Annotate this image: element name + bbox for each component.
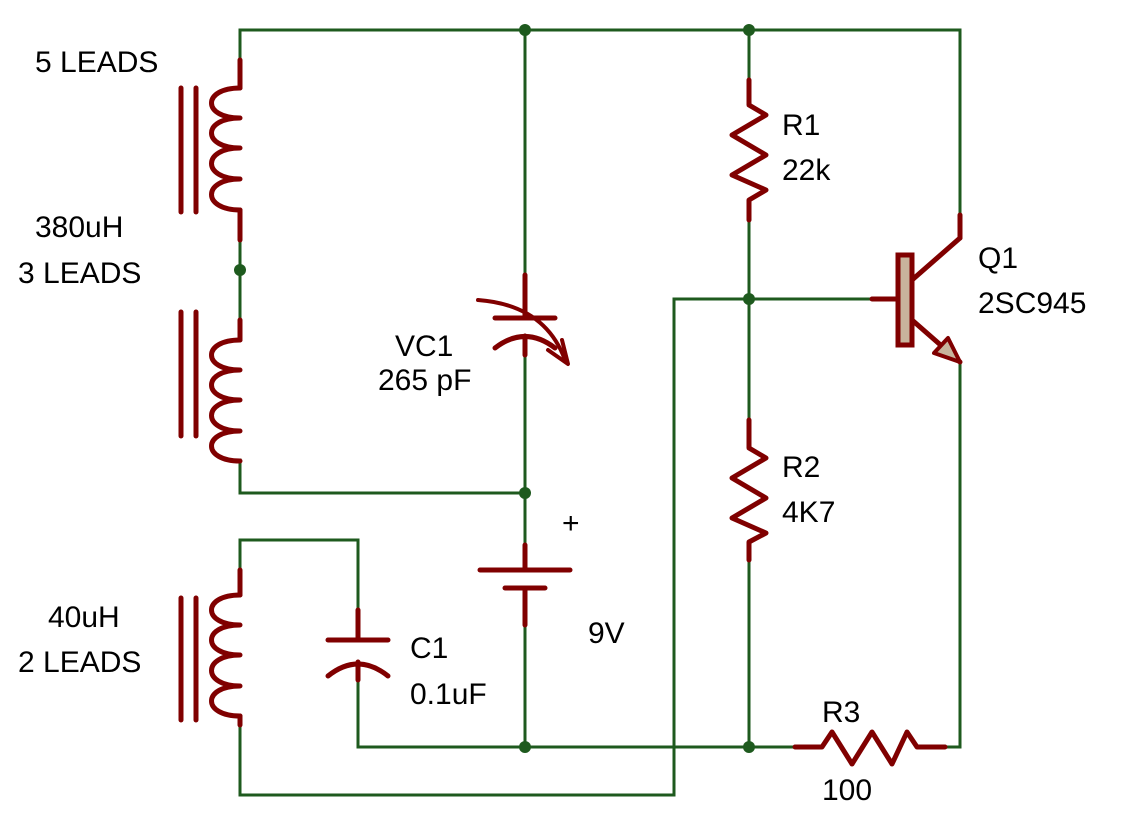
junction-dot bbox=[519, 741, 531, 753]
transistor-q1 bbox=[869, 212, 963, 365]
inductor-40uh bbox=[178, 567, 243, 728]
r2-ref-label: R2 bbox=[782, 451, 820, 484]
junction-dot bbox=[743, 24, 755, 36]
c1-value-label: 0.1uF bbox=[410, 678, 487, 711]
r1-ref-label: R1 bbox=[782, 109, 820, 142]
junction-dot bbox=[519, 24, 531, 36]
battery-9v bbox=[477, 542, 573, 628]
q1-ref-label: Q1 bbox=[978, 242, 1018, 275]
variable-capacitor-vc1 bbox=[476, 272, 570, 366]
coil-upper-tap-label: 3 LEADS bbox=[18, 257, 141, 290]
coil-lower-inductance-label: 40uH bbox=[48, 601, 120, 634]
r1-value-label: 22k bbox=[782, 154, 831, 187]
r2-value-label: 4K7 bbox=[782, 496, 835, 529]
resistor-r1 bbox=[729, 77, 769, 223]
vc1-value-label: 265 pF bbox=[378, 364, 471, 397]
vc1-ref-label: VC1 bbox=[395, 330, 453, 363]
junction-dot bbox=[519, 487, 531, 499]
c1-ref-label: C1 bbox=[410, 632, 448, 665]
coil-upper-inductance-label: 380uH bbox=[35, 211, 123, 244]
resistor-r2 bbox=[729, 417, 769, 563]
battery-value-label: 9V bbox=[588, 617, 625, 650]
resistor-r3 bbox=[792, 729, 948, 767]
junctions bbox=[234, 24, 755, 753]
q1-part-label: 2SC945 bbox=[978, 287, 1086, 320]
coil-lower-leads-label: 2 LEADS bbox=[18, 646, 141, 679]
r3-value-label: 100 bbox=[822, 774, 872, 807]
coil-upper-leads-label: 5 LEADS bbox=[35, 46, 158, 79]
labels: 5 LEADS 380uH 3 LEADS VC1 265 pF + 9V 40… bbox=[18, 46, 1086, 807]
r3-ref-label: R3 bbox=[822, 696, 860, 729]
junction-dot bbox=[234, 264, 246, 276]
capacitor-c1 bbox=[325, 607, 391, 683]
wires bbox=[238, 28, 962, 797]
battery-polarity-label: + bbox=[562, 507, 580, 540]
inductor-380uh bbox=[178, 57, 243, 464]
junction-dot bbox=[743, 741, 755, 753]
junction-dot bbox=[743, 293, 755, 305]
